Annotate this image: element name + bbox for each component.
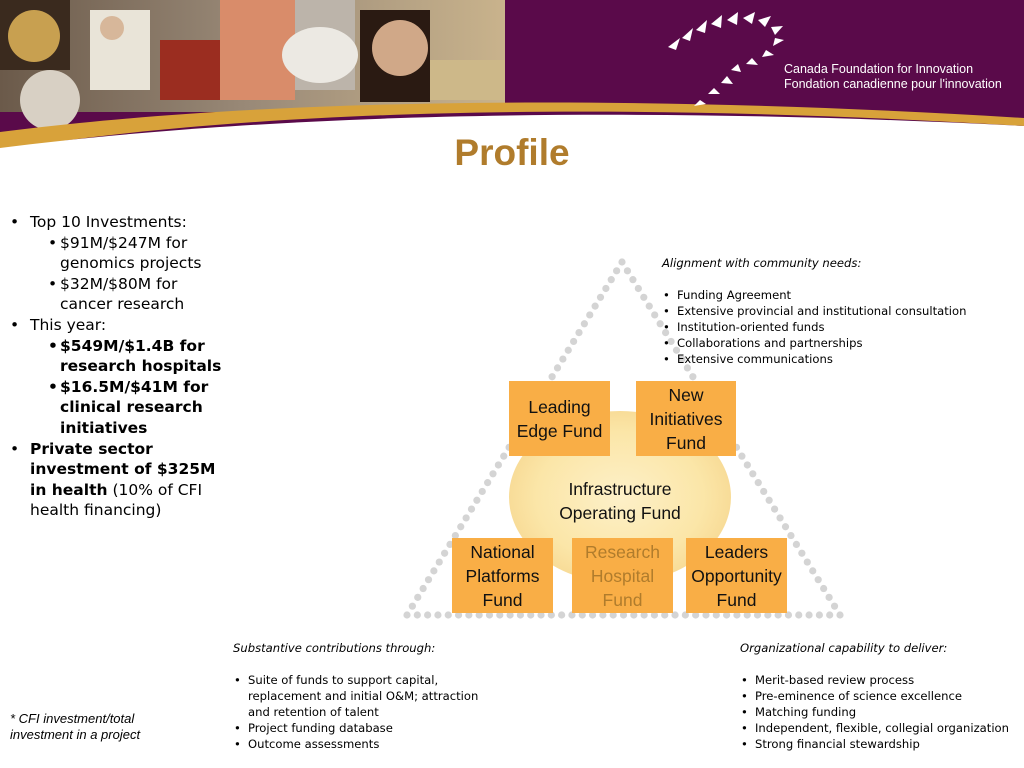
list-item: Extensive provincial and institutional c… [662, 303, 1012, 319]
list-item: Matching funding [740, 704, 1020, 720]
list-item: Independent, flexible, collegial organiz… [740, 720, 1020, 736]
triangle-dot [635, 285, 642, 292]
triangle-dot [738, 453, 745, 460]
triangle-dot [473, 497, 480, 504]
triangle-dot [826, 594, 833, 601]
triangle-dot [445, 611, 452, 618]
triangle-dot [787, 532, 794, 539]
substantive-contributions-block: Substantive contributions through: Suite… [233, 640, 498, 752]
triangle-dot [820, 585, 827, 592]
alignment-heading: Alignment with community needs: [662, 255, 1012, 271]
triangle-dot [414, 594, 421, 601]
list-item: Strong financial stewardship [740, 736, 1020, 752]
triangle-dot [755, 479, 762, 486]
triangle-dot [793, 541, 800, 548]
new-initiatives-fund-box: New Initiatives Fund [636, 381, 736, 456]
triangle-dot [836, 611, 843, 618]
triangle-dot [575, 329, 582, 336]
triangle-dot [629, 276, 636, 283]
list-item: Suite of funds to support capital, repla… [233, 672, 498, 720]
triangle-dot [651, 311, 658, 318]
triangle-dot [430, 567, 437, 574]
triangle-dot [749, 470, 756, 477]
organizational-heading: Organizational capability to deliver: [740, 640, 1020, 656]
list-item: Merit-based review process [740, 672, 1020, 688]
national-platforms-fund-box: National Platforms Fund [452, 538, 553, 613]
infrastructure-operating-fund-label: Infrastructure Operating Fund [532, 477, 708, 525]
triangle-dot [500, 453, 507, 460]
leading-edge-fund-box: Leading Edge Fund [509, 381, 610, 456]
triangle-dot [776, 514, 783, 521]
triangle-dot [766, 497, 773, 504]
triangle-dot [592, 303, 599, 310]
triangle-dot [554, 364, 561, 371]
triangle-dot [815, 576, 822, 583]
triangle-dot [570, 338, 577, 345]
triangle-dot [409, 603, 416, 610]
triangle-dot [484, 479, 491, 486]
triangle-dot [618, 258, 625, 265]
triangle-dot [760, 488, 767, 495]
triangle-dot [414, 611, 421, 618]
triangle-dot [457, 523, 464, 530]
triangle-dot [602, 285, 609, 292]
organizational-capability-block: Organizational capability to deliver: Me… [740, 640, 1020, 752]
triangle-dot [805, 611, 812, 618]
triangle-dot [495, 461, 502, 468]
list-item: Institution-oriented funds [662, 319, 1012, 335]
triangle-dot [479, 488, 486, 495]
triangle-dot [809, 567, 816, 574]
triangle-dot [436, 558, 443, 565]
triangle-dot [463, 514, 470, 521]
triangle-dot [826, 611, 833, 618]
triangle-dot [640, 294, 647, 301]
triangle-dot [441, 550, 448, 557]
triangle-dot [795, 611, 802, 618]
research-hospital-fund-box: Research Hospital Fund [572, 538, 673, 613]
triangle-dot [425, 576, 432, 583]
triangle-dot [558, 611, 565, 618]
triangle-dot [420, 585, 427, 592]
triangle-dot [816, 611, 823, 618]
triangle-dot [489, 470, 496, 477]
triangle-dot [804, 558, 811, 565]
alignment-block: Alignment with community needs: Funding … [662, 255, 1012, 367]
triangle-dot [689, 373, 696, 380]
triangle-dot [646, 303, 653, 310]
triangle-dot [403, 611, 410, 618]
leaders-opportunity-fund-box: Leaders Opportunity Fund [686, 538, 787, 613]
list-item: Pre-eminence of science excellence [740, 688, 1020, 704]
list-item: Outcome assessments [233, 736, 498, 752]
triangle-dot [771, 506, 778, 513]
triangle-dot [434, 611, 441, 618]
triangle-dot [613, 267, 620, 274]
triangle-dot [608, 276, 615, 283]
triangle-dot [581, 320, 588, 327]
triangle-dot [424, 611, 431, 618]
list-item: Collaborations and partnerships [662, 335, 1012, 351]
triangle-dot [798, 550, 805, 557]
list-item: Funding Agreement [662, 287, 1012, 303]
triangle-dot [831, 603, 838, 610]
substantive-heading: Substantive contributions through: [233, 640, 498, 656]
triangle-dot [782, 523, 789, 530]
list-item: Project funding database [233, 720, 498, 736]
triangle-dot [586, 311, 593, 318]
triangle-dot [559, 355, 566, 362]
triangle-dot [565, 347, 572, 354]
triangle-dot [624, 267, 631, 274]
triangle-dot [468, 506, 475, 513]
triangle-dot [744, 461, 751, 468]
list-item: Extensive communications [662, 351, 1012, 367]
triangle-dot [549, 373, 556, 380]
triangle-dot [597, 294, 604, 301]
